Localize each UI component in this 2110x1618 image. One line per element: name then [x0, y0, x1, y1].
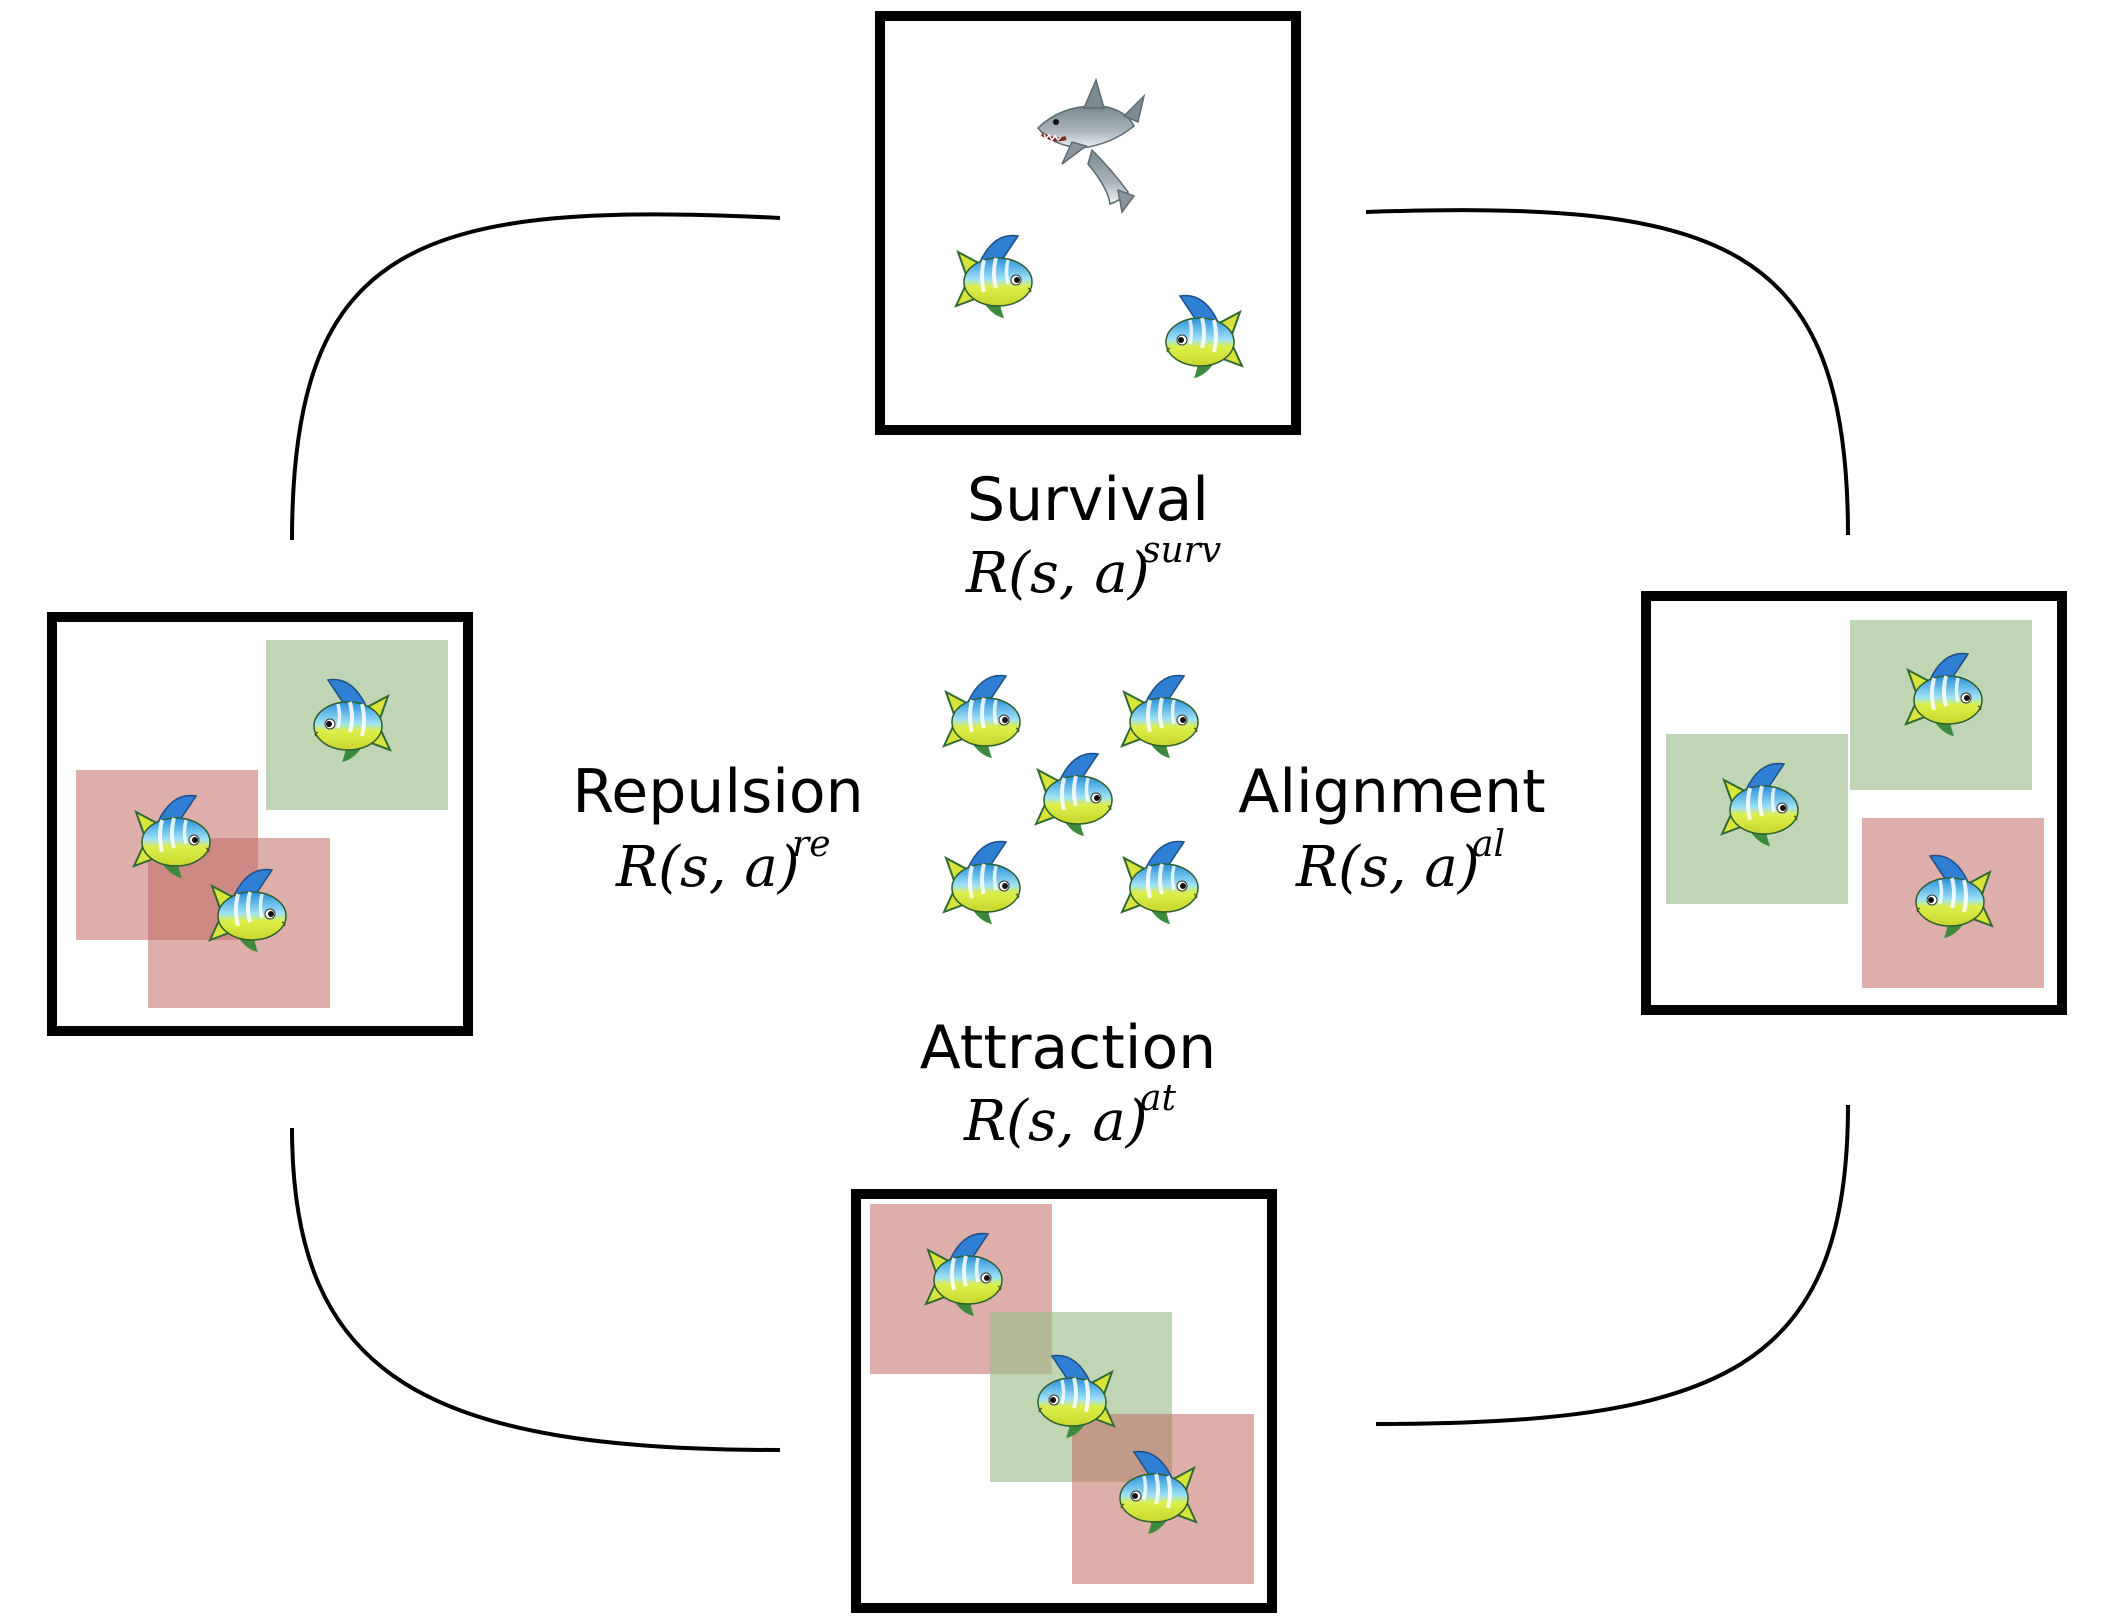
alignment-reward: R(s, a) — [1295, 835, 1480, 900]
repulsion-panel — [47, 612, 473, 1036]
survival-frame — [875, 11, 1301, 435]
attraction-reward: R(s, a) — [963, 1089, 1148, 1154]
repulsion-label: Repulsion R(s, a) re — [572, 757, 863, 900]
connector-bottom-right — [1375, 1104, 1850, 1426]
survival-superscript: surv — [1142, 530, 1221, 571]
center-school — [942, 673, 1200, 926]
survival-panel — [875, 11, 1301, 435]
connector-top-left — [290, 212, 781, 541]
fish-icon — [942, 673, 1022, 760]
survival-title: Survival — [967, 465, 1209, 535]
connector-bottom-left — [290, 1127, 781, 1452]
fish-icon — [1120, 673, 1200, 760]
repulsion-title: Repulsion — [572, 757, 863, 827]
connector-arcs — [290, 208, 1850, 1452]
repulsion-reward: R(s, a) — [615, 835, 800, 900]
repulsion-superscript: re — [792, 824, 831, 865]
attraction-label: Attraction R(s, a) at — [920, 1013, 1216, 1154]
attraction-panel — [851, 1189, 1277, 1613]
alignment-label: Alignment R(s, a) al — [1238, 757, 1545, 900]
fish-icon — [1120, 839, 1200, 926]
alignment-title: Alignment — [1238, 757, 1545, 827]
survival-reward: R(s, a) — [965, 541, 1150, 606]
alignment-superscript: al — [1472, 824, 1505, 865]
fish-icon — [1034, 751, 1114, 838]
fish-icon — [942, 839, 1022, 926]
alignment-panel — [1641, 591, 2067, 1015]
connector-top-right — [1365, 208, 1850, 536]
survival-label: Survival R(s, a) surv — [965, 465, 1221, 606]
attraction-title: Attraction — [920, 1013, 1216, 1083]
attraction-superscript: at — [1140, 1078, 1176, 1119]
